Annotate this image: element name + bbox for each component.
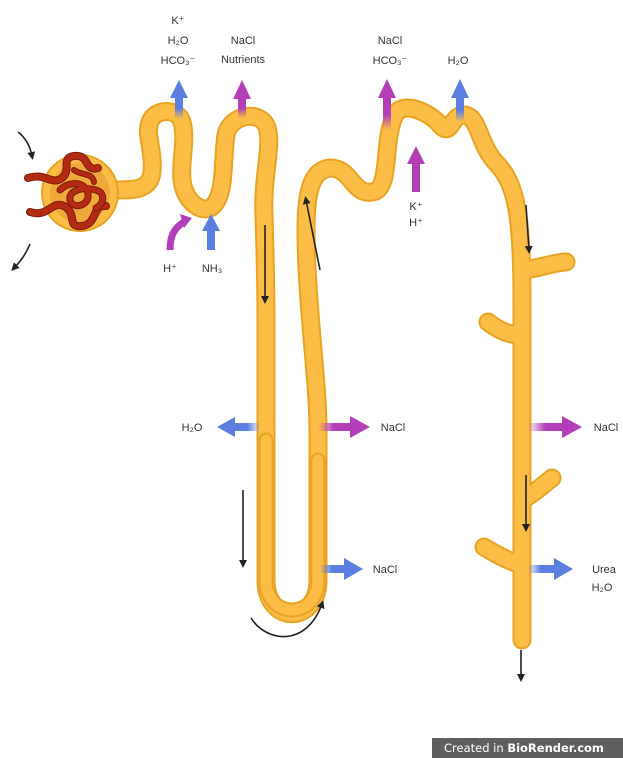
pct-label-h2o: H₂O: [168, 35, 189, 47]
pct-label-k: K⁺: [171, 15, 184, 27]
dct-label-k: K⁺: [409, 201, 422, 213]
desc-h2o-out-arrow: [217, 417, 260, 437]
dct-label-h: H⁺: [409, 217, 423, 229]
biorender-credit-badge: Created in BioRender.com: [432, 738, 623, 758]
dct-k-h-secretion-arrow: [407, 146, 425, 192]
desc-label-h2o: H₂O: [182, 422, 203, 434]
pct-label-nutrients: Nutrients: [221, 54, 266, 66]
bowmans-capsule: [42, 155, 118, 231]
pct-label-h: H⁺: [163, 263, 177, 275]
tubule-fill: [115, 108, 566, 640]
pct-h-secretion-arrow: [170, 214, 192, 250]
cd-label-urea: Urea: [592, 564, 617, 576]
pct-label-nh3: NH₃: [202, 263, 222, 275]
pct-label-nacl: NaCl: [231, 35, 255, 47]
cd-urea-out-arrow: [528, 558, 573, 580]
pct-label-hco3: HCO₃⁻: [161, 55, 196, 67]
cd-label-h2o: H₂O: [592, 582, 613, 594]
efferent-flow-arrow: [14, 244, 30, 268]
credit-prefix: Created in: [444, 741, 507, 755]
dct-label-h2o: H₂O: [448, 55, 469, 67]
cd-nacl-out-arrow: [528, 416, 582, 438]
credit-brand: BioRender.com: [507, 741, 604, 755]
dct-label-hco3: HCO₃⁻: [373, 55, 408, 67]
loop-label-nacl: NaCl: [373, 564, 397, 576]
pct-nh3-secretion-arrow: [202, 214, 220, 250]
dct-label-nacl: NaCl: [378, 35, 402, 47]
asc-label-nacl: NaCl: [381, 422, 405, 434]
afferent-flow-arrow: [18, 132, 32, 156]
cd-label-nacl: NaCl: [594, 422, 618, 434]
